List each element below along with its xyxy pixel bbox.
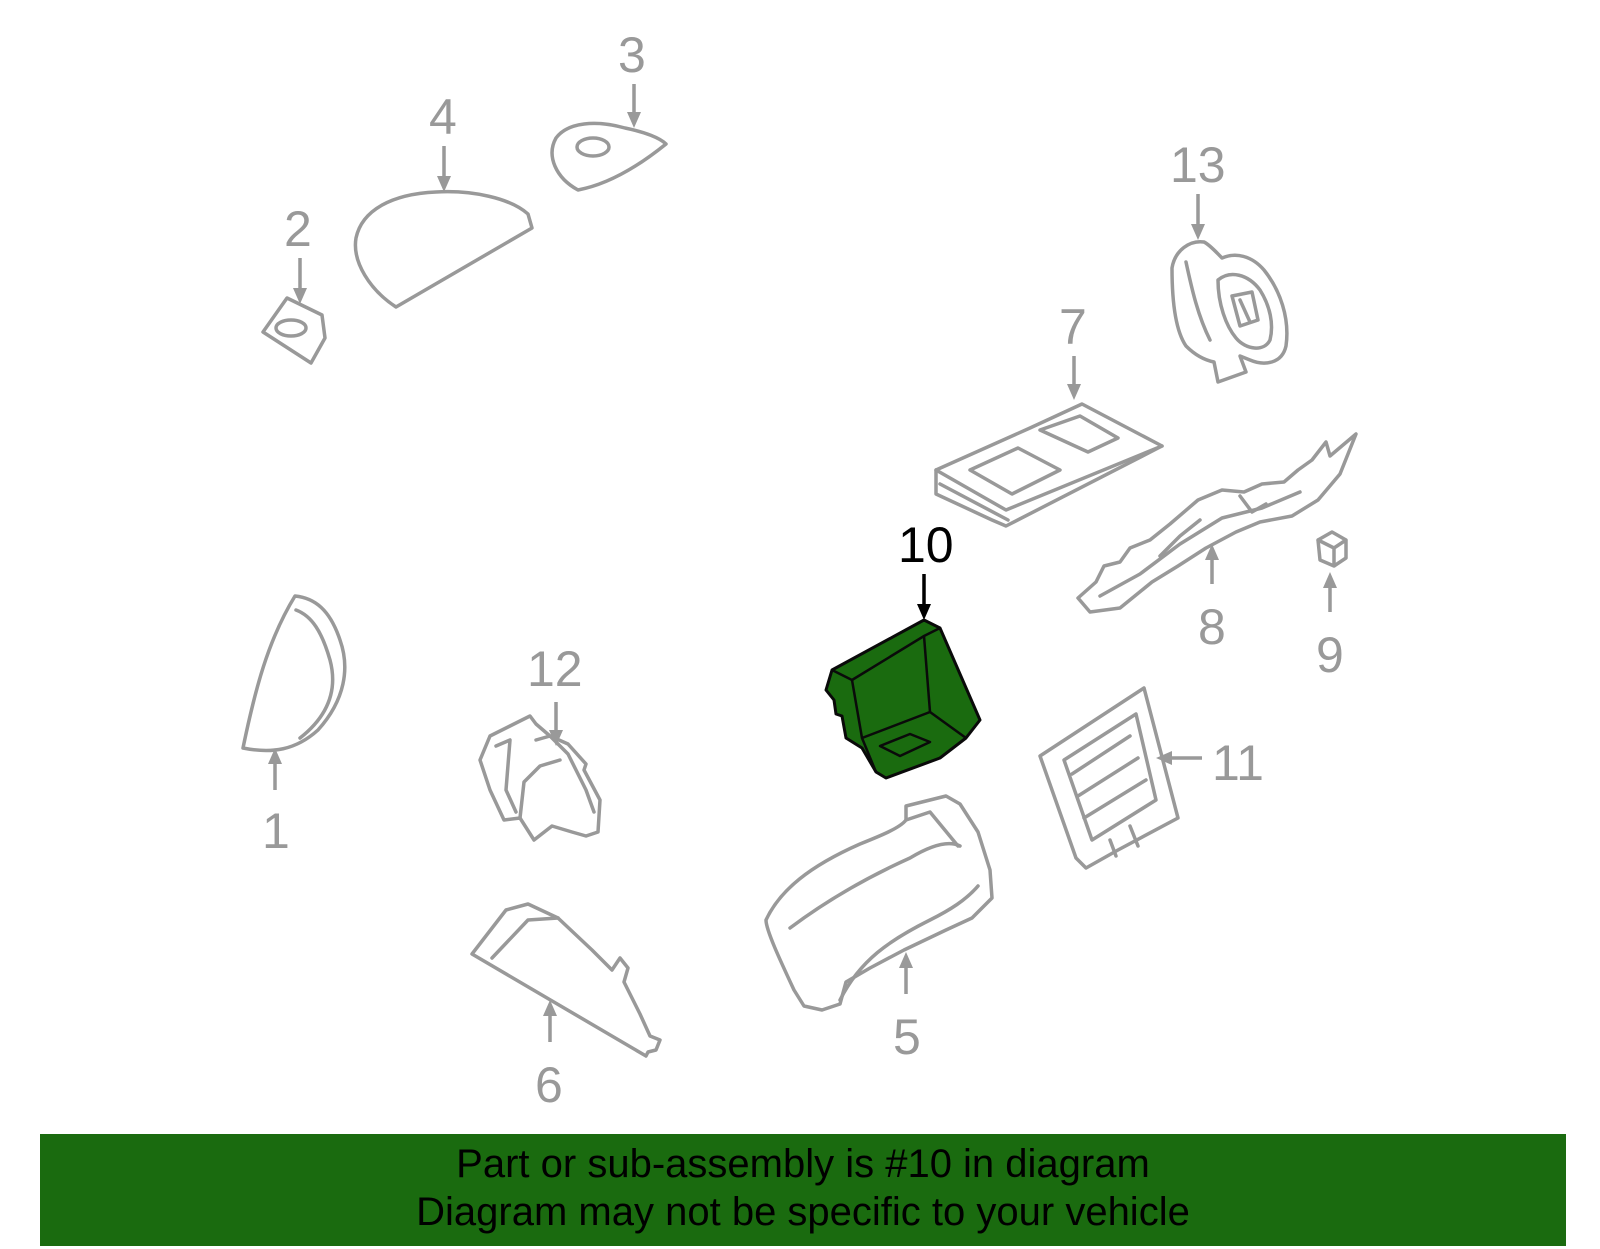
callout-9[interactable]: 9 xyxy=(1316,627,1344,683)
callout-arrow-5 xyxy=(899,952,913,994)
part-13[interactable] xyxy=(1170,240,1289,384)
callout-arrow-6 xyxy=(543,1000,557,1042)
callout-arrow-9 xyxy=(1323,572,1337,612)
callout-arrow-13 xyxy=(1191,194,1205,240)
callout-arrow-2 xyxy=(293,258,307,304)
callout-7[interactable]: 7 xyxy=(1059,299,1087,355)
part-2[interactable] xyxy=(261,296,327,365)
part-6[interactable] xyxy=(470,902,662,1058)
callout-arrow-11 xyxy=(1156,751,1202,765)
part-12[interactable] xyxy=(478,714,602,842)
part-10-highlighted[interactable] xyxy=(824,618,982,780)
callout-12[interactable]: 12 xyxy=(527,641,583,697)
callout-5[interactable]: 5 xyxy=(893,1009,921,1065)
callout-6[interactable]: 6 xyxy=(535,1057,563,1113)
part-4[interactable] xyxy=(353,189,534,309)
callout-1[interactable]: 1 xyxy=(262,803,290,859)
callout-11[interactable]: 11 xyxy=(1212,735,1264,791)
part-5[interactable] xyxy=(764,794,994,1012)
info-banner: Part or sub-assembly is #10 in diagram D… xyxy=(40,1134,1566,1246)
callout-3[interactable]: 3 xyxy=(618,27,646,83)
part-3[interactable] xyxy=(550,121,668,192)
callout-arrow-7 xyxy=(1067,356,1081,400)
part-1[interactable] xyxy=(241,594,347,753)
callout-4[interactable]: 4 xyxy=(429,89,457,145)
callout-8[interactable]: 8 xyxy=(1198,599,1226,655)
callout-2[interactable]: 2 xyxy=(284,201,312,257)
part-8[interactable] xyxy=(1076,432,1358,614)
callout-arrow-1 xyxy=(268,748,282,790)
part-11[interactable] xyxy=(1038,686,1180,870)
callout-10[interactable]: 10 xyxy=(898,517,954,573)
part-7[interactable] xyxy=(934,402,1164,528)
banner-line-2: Diagram may not be specific to your vehi… xyxy=(416,1190,1190,1234)
part-9[interactable] xyxy=(1316,530,1348,568)
banner-background xyxy=(40,1134,1566,1246)
callout-arrow-12 xyxy=(549,702,563,746)
banner-line-1: Part or sub-assembly is #10 in diagram xyxy=(456,1142,1150,1186)
callout-arrow-10 xyxy=(917,574,931,620)
callout-13[interactable]: 13 xyxy=(1170,137,1226,193)
callout-arrow-4 xyxy=(437,146,451,192)
callout-arrow-3 xyxy=(627,84,641,128)
callout-arrow-8 xyxy=(1205,544,1219,584)
